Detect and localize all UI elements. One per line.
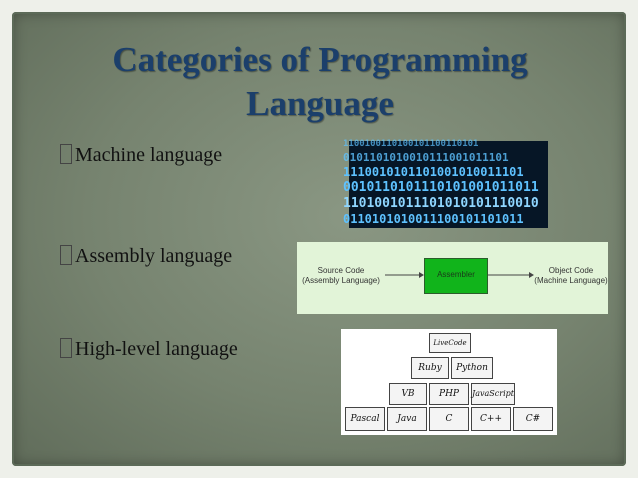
slide-title-line1: Categories of Programming: [112, 40, 528, 79]
bullet-machine-language: Machine language: [60, 144, 222, 167]
bullet-icon: [60, 144, 72, 164]
pyramid-block: VB: [389, 383, 427, 405]
source-code-label: Source Code (Assembly Language): [302, 266, 380, 285]
pyramid-block: Pascal: [345, 407, 385, 431]
object-code-label: Object Code (Machine Language): [534, 266, 608, 285]
binary-row: 0010110101110101001011011: [343, 180, 539, 195]
diagram-arrows: [385, 272, 534, 278]
assembler-box: [424, 258, 488, 294]
assembler-box-label: Assembler: [437, 270, 475, 279]
pyramid-block: C++: [471, 407, 511, 431]
binary-row: 0101101010010111001011101: [343, 151, 509, 164]
pyramid-block: JavaScript: [471, 383, 515, 405]
bullet-icon: [60, 338, 72, 358]
binary-row: 1100100110100101100110101: [343, 139, 479, 149]
binary-row: 0110101010011100101101011: [343, 212, 524, 226]
bullet-label: Machine language: [75, 144, 223, 166]
bullet-icon: [60, 245, 72, 265]
pyramid-block: C: [429, 407, 469, 431]
bullet-high-level-language: High-level language: [60, 338, 238, 361]
pyramid-block: Python: [451, 357, 493, 379]
pyramid-block: Ruby: [411, 357, 449, 379]
binary-code-image: 1100100110100101100110101 01011010100101…: [343, 139, 548, 228]
bullet-label: Assembly language: [75, 245, 233, 267]
pyramid-block: Java: [387, 407, 427, 431]
language-pyramid-image: LiveCode Ruby Python VB PHP JavaScript P…: [341, 329, 557, 435]
bullet-label: High-level language: [75, 338, 238, 360]
bullet-assembly-language: Assembly language: [60, 245, 232, 268]
slide-title-line2: Language: [246, 84, 394, 123]
pyramid-block: PHP: [429, 383, 469, 405]
binary-row: 1101001011101010101110010: [343, 196, 539, 211]
pyramid-block: C#: [513, 407, 553, 431]
binary-row: 1110010101101001010011101: [343, 165, 524, 179]
pyramid-block: LiveCode: [429, 333, 471, 353]
assembler-diagram: Source Code (Assembly Language) Assemble…: [297, 242, 608, 314]
